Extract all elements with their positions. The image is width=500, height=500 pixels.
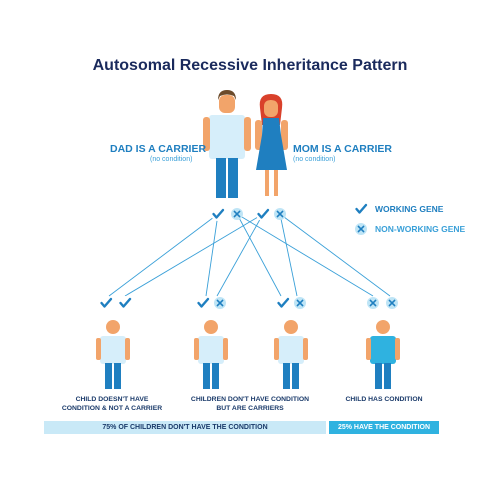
child1-gene2-check-icon xyxy=(116,294,134,312)
legend-working-label: WORKING GENE xyxy=(375,204,444,214)
child-caption-2: CHILDREN DON'T HAVE CONDITION BUT ARE CA… xyxy=(180,396,320,413)
legend-check-icon xyxy=(352,200,370,218)
dad-label: DAD IS A CARRIER xyxy=(110,143,207,155)
child-figure-3 xyxy=(274,320,308,389)
child4-gene2-x-icon xyxy=(385,296,399,310)
child-caption-2-line2: BUT ARE CARRIERS xyxy=(216,404,284,412)
mom-nonworking-gene-icon xyxy=(273,207,287,221)
child4-gene1-x-icon xyxy=(366,296,380,310)
child2-gene1-check-icon xyxy=(194,294,212,312)
child-caption-3-line1: CHILD HAS CONDITION xyxy=(345,396,423,403)
child2-gene2-x-icon xyxy=(213,296,227,310)
child3-gene1-check-icon xyxy=(274,294,292,312)
mom-sublabel: (no condition) xyxy=(293,156,336,163)
child-caption-1: CHILD DOESN'T HAVE CONDITION & NOT A CAR… xyxy=(52,396,172,413)
legend-x-icon xyxy=(354,222,368,236)
inheritance-lines xyxy=(108,213,391,297)
child-figure-4 xyxy=(366,320,400,389)
child-figure-1 xyxy=(96,320,130,389)
percent-bar-has-condition: 25% HAVE THE CONDITION xyxy=(329,421,439,434)
child-figure-2 xyxy=(194,320,228,389)
dad-sublabel: (no condition) xyxy=(150,156,193,163)
child-caption-2-line1: CHILDREN DON'T HAVE CONDITION xyxy=(190,396,310,403)
child1-gene1-check-icon xyxy=(97,294,115,312)
child-caption-1-line2: CONDITION & NOT A CARRIER xyxy=(61,404,163,412)
dad-figure xyxy=(203,90,251,198)
dad-nonworking-gene-icon xyxy=(230,207,244,221)
page-title: Autosomal Recessive Inheritance Pattern xyxy=(92,57,408,74)
mom-working-gene-icon xyxy=(254,205,272,223)
legend-nonworking-label: NON-WORKING GENE xyxy=(375,224,466,234)
child3-gene2-x-icon xyxy=(293,296,307,310)
child-caption-1-line1: CHILD DOESN'T HAVE xyxy=(75,396,149,403)
percent-bar-no-condition: 75% OF CHILDREN DON'T HAVE THE CONDITION xyxy=(44,421,326,434)
mom-figure xyxy=(255,94,288,196)
child-caption-3: CHILD HAS CONDITION xyxy=(332,396,436,405)
dad-working-gene-icon xyxy=(209,205,227,223)
mom-label: MOM IS A CARRIER xyxy=(293,143,392,155)
